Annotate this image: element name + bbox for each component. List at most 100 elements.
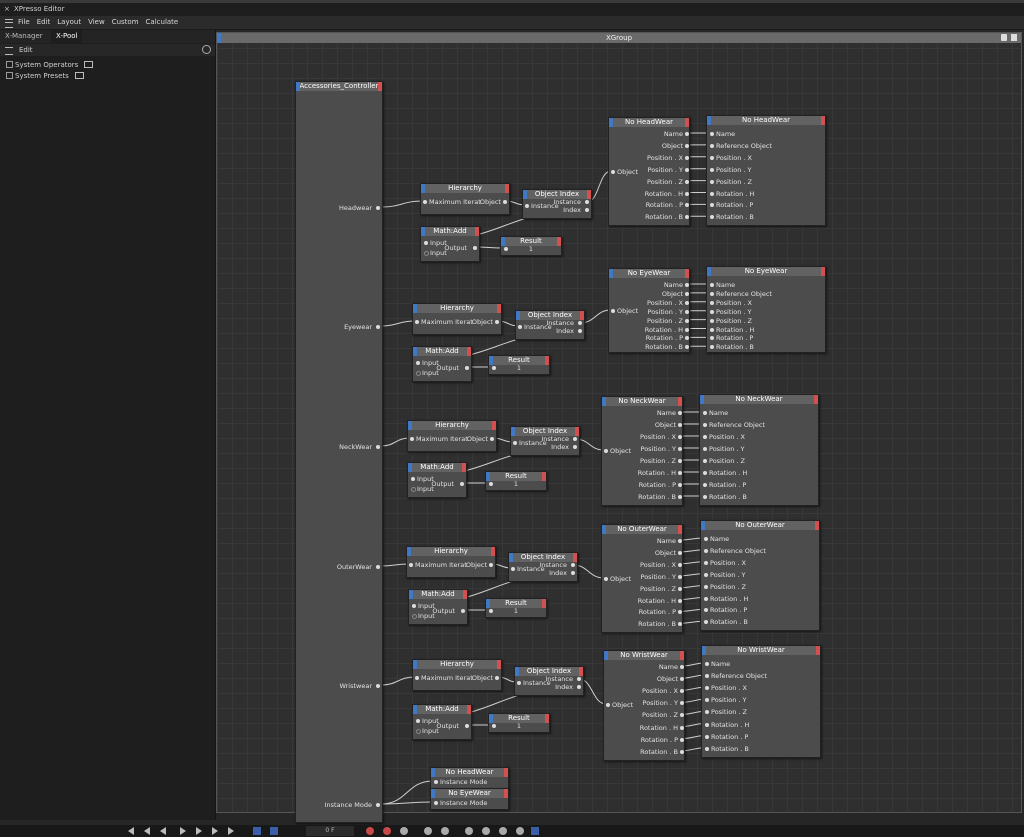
node-title[interactable]: Hierarchy bbox=[408, 421, 496, 430]
port-connector[interactable] bbox=[376, 445, 380, 449]
node-title[interactable]: No WristWear bbox=[604, 651, 684, 660]
tab-x-manager[interactable]: X-Manager bbox=[5, 32, 43, 40]
port-connector[interactable] bbox=[704, 548, 708, 553]
node-title[interactable]: No OuterWear bbox=[602, 525, 682, 534]
port-connector[interactable] bbox=[680, 713, 684, 718]
node-title[interactable]: No EyeWear bbox=[431, 789, 508, 798]
node-title[interactable]: Hierarchy bbox=[413, 660, 501, 669]
record-icon[interactable] bbox=[366, 827, 374, 835]
grid-icon[interactable] bbox=[516, 827, 524, 835]
edit-menu-icon[interactable] bbox=[5, 47, 13, 55]
node-title[interactable]: Result bbox=[486, 599, 546, 608]
menu-file[interactable]: File bbox=[18, 18, 30, 26]
port-connector[interactable] bbox=[685, 345, 689, 350]
port-connector[interactable] bbox=[704, 608, 708, 613]
key-scale-icon[interactable] bbox=[465, 827, 473, 835]
port-connector[interactable] bbox=[678, 435, 682, 439]
port-connector[interactable] bbox=[513, 441, 517, 445]
node-title[interactable]: Object Index bbox=[516, 311, 584, 320]
port-connector[interactable] bbox=[703, 435, 707, 439]
port-connector[interactable] bbox=[434, 801, 438, 805]
port-connector[interactable] bbox=[578, 321, 582, 325]
port-connector[interactable] bbox=[434, 780, 438, 784]
timeline-icon[interactable] bbox=[531, 827, 539, 835]
port-connector[interactable] bbox=[685, 291, 689, 296]
node-title[interactable]: Hierarchy bbox=[407, 547, 495, 556]
port-connector[interactable] bbox=[685, 167, 689, 172]
tab-x-pool[interactable]: X-Pool bbox=[51, 30, 83, 43]
previous-frame-icon[interactable] bbox=[160, 827, 166, 835]
xgroup-header[interactable]: XGroup bbox=[217, 33, 1021, 43]
arrow-icon[interactable] bbox=[1011, 34, 1017, 41]
port-connector[interactable] bbox=[604, 449, 608, 453]
port-connector[interactable] bbox=[704, 560, 708, 565]
node-title[interactable]: No EyeWear bbox=[707, 267, 825, 276]
port-connector[interactable] bbox=[705, 698, 709, 703]
port-connector[interactable] bbox=[710, 155, 714, 160]
menu-calculate[interactable]: Calculate bbox=[145, 18, 179, 26]
port-connector[interactable] bbox=[703, 423, 707, 427]
port-connector[interactable] bbox=[685, 300, 689, 305]
node-title[interactable]: No OuterWear bbox=[701, 521, 819, 530]
port-connector[interactable] bbox=[571, 563, 575, 567]
port-connector[interactable] bbox=[606, 703, 610, 707]
port-connector[interactable] bbox=[704, 584, 708, 589]
port-connector[interactable] bbox=[611, 309, 615, 313]
port-connector[interactable] bbox=[416, 719, 420, 723]
node-title[interactable]: No HeadWear bbox=[609, 118, 689, 127]
port-connector[interactable] bbox=[705, 662, 709, 666]
port-connector[interactable] bbox=[585, 208, 589, 212]
port-connector[interactable] bbox=[678, 610, 682, 615]
node-title[interactable]: No HeadWear bbox=[431, 768, 508, 777]
node-title[interactable]: Math:Add bbox=[413, 705, 471, 714]
key-rotation-icon[interactable] bbox=[441, 827, 449, 835]
port-connector[interactable] bbox=[678, 562, 682, 567]
node-title[interactable]: No WristWear bbox=[702, 646, 820, 655]
loop-icon[interactable] bbox=[253, 827, 261, 835]
port-connector[interactable] bbox=[411, 477, 415, 481]
port-connector[interactable] bbox=[685, 191, 689, 196]
port-connector[interactable] bbox=[489, 563, 493, 567]
port-connector[interactable] bbox=[604, 577, 608, 581]
port-connector[interactable] bbox=[685, 179, 689, 184]
key-param-icon[interactable] bbox=[482, 827, 490, 835]
node-title[interactable]: No NeckWear bbox=[602, 397, 682, 406]
go-to-start-icon[interactable] bbox=[128, 827, 134, 835]
port-connector[interactable] bbox=[410, 437, 414, 441]
port-connector[interactable] bbox=[678, 459, 682, 463]
port-connector[interactable] bbox=[678, 471, 682, 475]
menu-custom[interactable]: Custom bbox=[111, 18, 139, 26]
port-connector[interactable] bbox=[710, 300, 714, 305]
port-connector[interactable] bbox=[710, 318, 714, 323]
port-connector[interactable] bbox=[680, 677, 684, 682]
port-connector[interactable] bbox=[412, 604, 416, 608]
port-connector[interactable] bbox=[416, 371, 421, 376]
port-connector[interactable] bbox=[376, 684, 380, 688]
node-title[interactable]: No HeadWear bbox=[707, 116, 825, 125]
port-connector[interactable] bbox=[518, 325, 522, 329]
port-connector[interactable] bbox=[710, 283, 714, 287]
port-connector[interactable] bbox=[490, 437, 494, 441]
port-connector[interactable] bbox=[710, 179, 714, 184]
port-connector[interactable] bbox=[416, 729, 421, 734]
port-connector[interactable] bbox=[504, 247, 508, 251]
port-connector[interactable] bbox=[703, 483, 707, 487]
port-connector[interactable] bbox=[424, 241, 428, 245]
node-title[interactable]: Math:Add bbox=[413, 347, 471, 356]
